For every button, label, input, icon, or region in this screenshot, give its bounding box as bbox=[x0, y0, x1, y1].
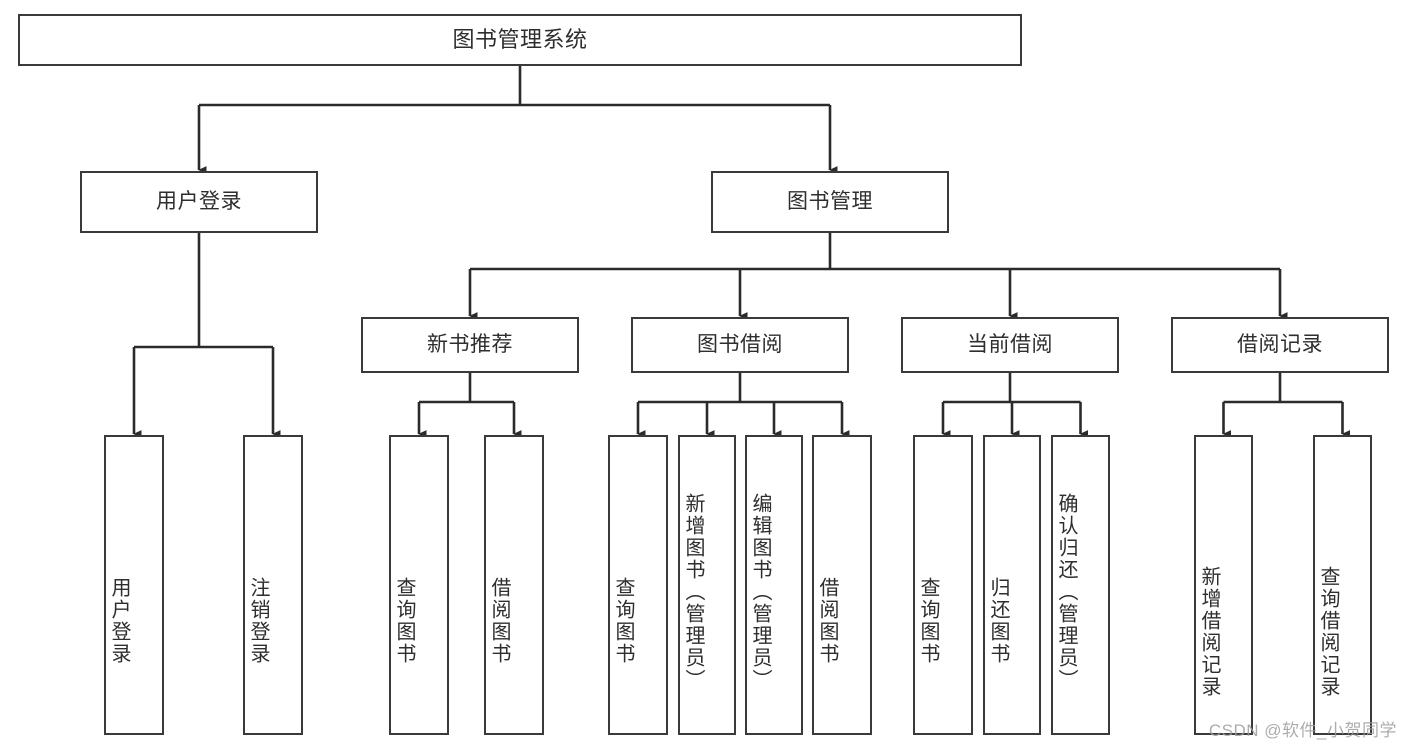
node-label-leaf-return-book: 归还图书 bbox=[987, 577, 1009, 665]
node-label-leaf-confirm-return-admin: 确认归还（管理员） bbox=[1055, 493, 1077, 691]
watermark: CSDN @软件_小贺同学 bbox=[1208, 721, 1397, 740]
node-leaf-query-borrow-record[interactable]: 查询借阅记录 bbox=[1313, 435, 1372, 735]
node-book-manage[interactable]: 图书管理 bbox=[711, 171, 949, 233]
node-leaf-return-book[interactable]: 归还图书 bbox=[983, 435, 1041, 735]
node-label-leaf-user-logout: 注销登录 bbox=[247, 577, 269, 665]
node-leaf-borrow-book-1[interactable]: 借阅图书 bbox=[484, 435, 544, 735]
node-label-leaf-user-login: 用户登录 bbox=[108, 577, 130, 665]
node-label-new-book-recommend: 新书推荐 bbox=[427, 333, 513, 357]
node-leaf-add-borrow-record[interactable]: 新增借阅记录 bbox=[1194, 435, 1253, 735]
node-book-borrow[interactable]: 图书借阅 bbox=[631, 317, 849, 373]
node-current-borrow[interactable]: 当前借阅 bbox=[901, 317, 1119, 373]
node-leaf-query-book-1[interactable]: 查询图书 bbox=[389, 435, 449, 735]
node-label-book-borrow: 图书借阅 bbox=[697, 333, 783, 357]
node-label-leaf-query-borrow-record: 查询借阅记录 bbox=[1317, 566, 1339, 698]
node-label-leaf-edit-book-admin: 编辑图书（管理员） bbox=[749, 493, 771, 691]
node-label-book-manage: 图书管理 bbox=[787, 190, 873, 214]
node-leaf-query-book-2[interactable]: 查询图书 bbox=[608, 435, 668, 735]
node-new-book-recommend[interactable]: 新书推荐 bbox=[361, 317, 579, 373]
node-label-leaf-add-book-admin: 新增图书（管理员） bbox=[682, 493, 704, 691]
node-leaf-confirm-return-admin[interactable]: 确认归还（管理员） bbox=[1051, 435, 1110, 735]
node-label-leaf-borrow-book-2: 借阅图书 bbox=[816, 577, 838, 665]
node-leaf-user-login[interactable]: 用户登录 bbox=[104, 435, 164, 735]
node-label-current-borrow: 当前借阅 bbox=[967, 333, 1053, 357]
node-leaf-borrow-book-2[interactable]: 借阅图书 bbox=[812, 435, 872, 735]
node-label-borrow-record: 借阅记录 bbox=[1237, 333, 1323, 357]
node-label-leaf-add-borrow-record: 新增借阅记录 bbox=[1198, 566, 1220, 698]
node-leaf-query-book-3[interactable]: 查询图书 bbox=[913, 435, 973, 735]
node-leaf-edit-book-admin[interactable]: 编辑图书（管理员） bbox=[745, 435, 803, 735]
node-label-leaf-query-book-1: 查询图书 bbox=[393, 577, 415, 665]
node-leaf-user-logout[interactable]: 注销登录 bbox=[243, 435, 303, 735]
node-borrow-record[interactable]: 借阅记录 bbox=[1171, 317, 1389, 373]
node-label-leaf-borrow-book-1: 借阅图书 bbox=[488, 577, 510, 665]
node-root[interactable]: 图书管理系统 bbox=[18, 14, 1022, 66]
node-label-leaf-query-book-2: 查询图书 bbox=[612, 577, 634, 665]
node-leaf-add-book-admin[interactable]: 新增图书（管理员） bbox=[678, 435, 736, 735]
node-user-login[interactable]: 用户登录 bbox=[80, 171, 318, 233]
node-label-root: 图书管理系统 bbox=[452, 26, 588, 52]
node-label-leaf-query-book-3: 查询图书 bbox=[917, 577, 939, 665]
node-label-user-login: 用户登录 bbox=[156, 190, 242, 214]
